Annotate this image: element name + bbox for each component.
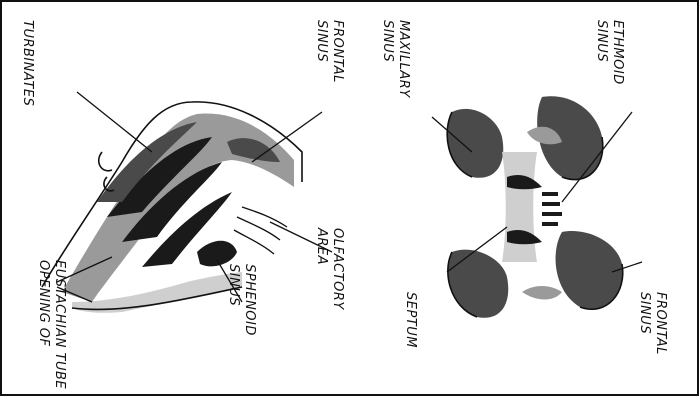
label-turbinates: TURBINATES: [20, 20, 35, 106]
svg-text:EUSTACHIAN TUBE: EUSTACHIAN TUBE: [52, 260, 67, 389]
svg-text:MAXILLARY: MAXILLARY: [396, 20, 411, 98]
svg-text:FRONTAL: FRONTAL: [653, 292, 668, 355]
label-olfactory-area: OLFACTORY AREA: [314, 227, 345, 310]
sagittal-section-drawing: [42, 102, 302, 313]
svg-text:ETHMOID: ETHMOID: [610, 20, 625, 85]
label-septum: SEPTUM: [403, 292, 418, 348]
svg-text:SINUS: SINUS: [594, 20, 609, 62]
leader-turbinates: [77, 92, 152, 152]
label-eustachian-tube: OPENING OF EUSTACHIAN TUBE: [36, 260, 67, 389]
svg-text:OLFACTORY: OLFACTORY: [330, 228, 345, 310]
label-maxillary-sinus: MAXILLARY SINUS: [380, 20, 411, 98]
frontal-section-drawing: [447, 96, 623, 318]
svg-text:SINUS: SINUS: [380, 20, 395, 62]
svg-text:OPENING OF: OPENING OF: [36, 260, 51, 347]
svg-text:SINUS: SINUS: [637, 292, 652, 334]
svg-text:FRONTAL: FRONTAL: [330, 20, 345, 83]
label-sphenoid-sinus: SPHENOID SINUS: [226, 264, 257, 336]
svg-text:SINUS: SINUS: [226, 264, 241, 306]
label-frontal-sinus-left: FRONTAL SINUS: [314, 20, 345, 83]
svg-text:TURBINATES: TURBINATES: [20, 20, 35, 106]
svg-text:SEPTUM: SEPTUM: [403, 292, 418, 348]
label-ethmoid-sinus: ETHMOID SINUS: [594, 20, 625, 85]
label-frontal-sinus-right: FRONTAL SINUS: [637, 292, 668, 355]
svg-text:SINUS: SINUS: [314, 20, 329, 62]
svg-text:SPHENOID: SPHENOID: [242, 264, 257, 336]
svg-text:AREA: AREA: [314, 227, 329, 265]
